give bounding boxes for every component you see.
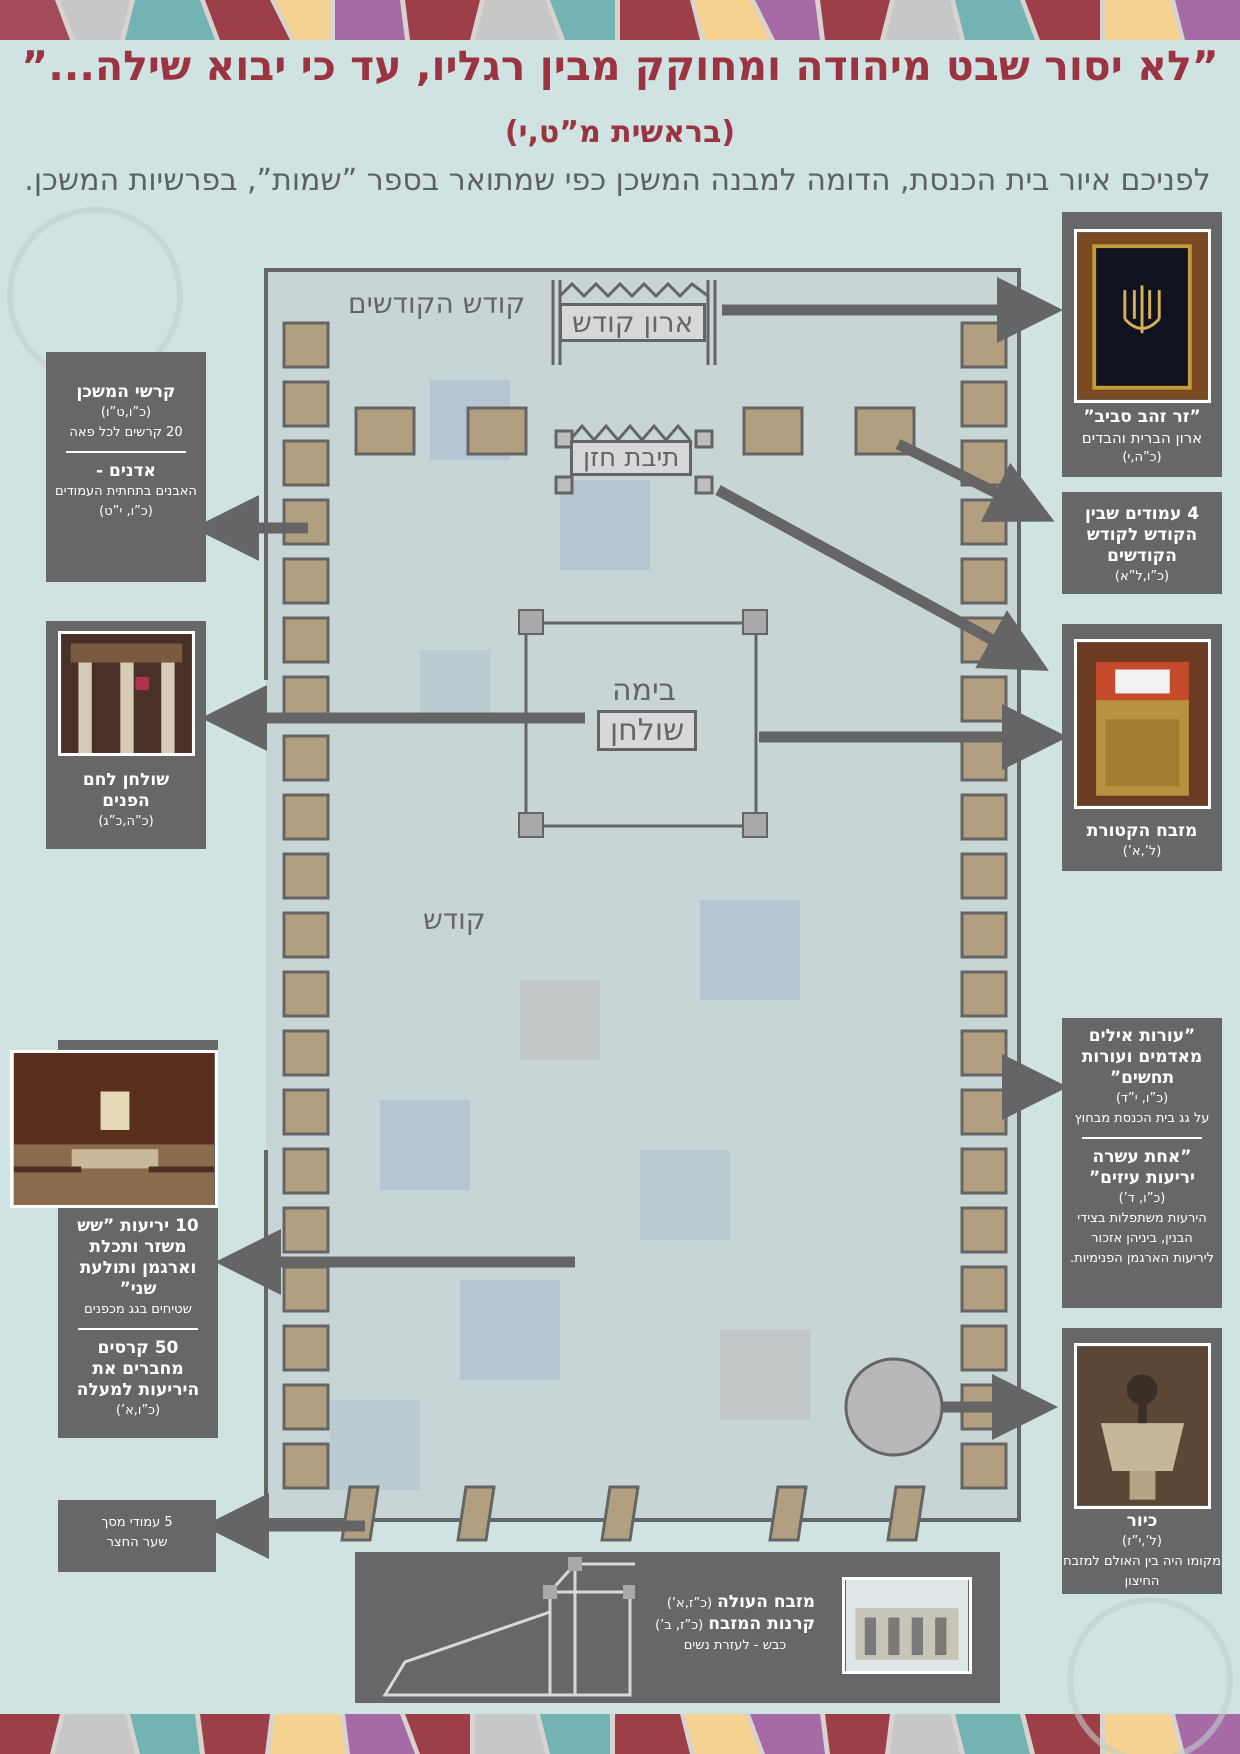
ark-crown-box: ”זר זהב סביב” ארון הברית והבדים (כ”ה,י) (1062, 212, 1222, 477)
sockets-text: האבנים בתחתית העמודים (55, 484, 197, 499)
coverings-title: ”עורות אילים מאדמים ועורות תחשים” (1081, 1026, 1203, 1088)
laver-photo (1073, 1343, 1211, 1509)
bimah-label: בימה (612, 673, 677, 708)
laver-ref: (ל’,י”ז) (1122, 1534, 1162, 1549)
pillars-box: 4 עמודים שבין הקודש לקודש הקודשים (כ”ו,ל… (1062, 492, 1222, 594)
coverings-text: על גג בית הכנסת מבחוץ (1074, 1111, 1210, 1126)
carpet-pattern (330, 380, 810, 1490)
divider (1082, 1137, 1202, 1139)
ark-photo (1073, 229, 1211, 403)
eleven-curtains-title: ”אחת עשרה יריעות עיזים” (1088, 1147, 1196, 1188)
intro-text: לפניכם איור בית הכנסת, הדומה למבנה המשכן… (24, 163, 1211, 198)
coverings-ref: (כ”ו, י”ד) (1115, 1091, 1169, 1106)
page-title: ”לא יסור שבט מיהודה ומחוקק מבין רגליו, ע… (21, 42, 1219, 90)
arrow-incense (715, 485, 1049, 671)
ten-curtains-title: 10 יריעות ”שש משזר ותכלת וארגמן ותולעת ש… (77, 1216, 199, 1299)
sockets-ref: (כ”ו, י”ט) (99, 504, 153, 519)
gate-box: 5 עמודי מסך שער החצר (58, 1500, 216, 1572)
cantor-desk-shape (554, 423, 714, 495)
boards-box: קרשי המשכן (כ”ו,ט”ו) 20 קרשים לכל פאה אד… (46, 352, 206, 582)
building-wall (264, 268, 1021, 1522)
cantor-desk-label: תיבת חזן (570, 440, 693, 476)
ark-crown-ref: (כ”ה,י) (1122, 450, 1162, 465)
laver-shape (844, 1357, 944, 1457)
gate-text-1: 5 עמודי מסך (101, 1515, 173, 1530)
mandala-ornament (1067, 1597, 1233, 1754)
showbread-photo (57, 631, 195, 756)
fifty-clasps-ref: (כ”ו,א’) (115, 1403, 161, 1418)
synagogue-interior-photo (10, 1050, 218, 1208)
altar-ref: (כ”ז,א’) (666, 1596, 713, 1611)
building-floor (266, 270, 1019, 1520)
ark-crown-text: ארון הברית והבדים (1081, 429, 1203, 447)
showbread-title: שולחן לחם הפנים (82, 770, 170, 811)
altar-text: מזבח העולה (כ”ז,א’) קרנות המזבח (כ”ז, ב’… (655, 1592, 815, 1656)
divider (66, 451, 186, 453)
showbread-ref: (כ”ה,כ”ג) (98, 814, 154, 829)
bimah-shape (518, 609, 768, 838)
source-reference: (בראשית מ”ט,י) (504, 115, 736, 150)
bottom-decorative-band (0, 1714, 1240, 1754)
ark-crown-title: ”זר זהב סביב” (1083, 407, 1201, 427)
altar-ramp-text: כבש - לעזרת נשים (683, 1638, 787, 1653)
altar-horns-ref: (כ”ז, ב’) (655, 1618, 704, 1633)
arrows (193, 277, 1068, 1559)
laver-title: כיור (1126, 1511, 1158, 1531)
table-label: שולחן (597, 710, 698, 751)
altar-title: מזבח העולה (717, 1592, 815, 1612)
incense-altar-title: מזבח הקטורת (1086, 821, 1198, 841)
holy-label: קודש (423, 903, 486, 936)
fifty-clasps-title: 50 קרסים מחברים את היריעות למעלה (76, 1338, 200, 1400)
incense-altar-ref: (ל’,א’) (1122, 844, 1162, 859)
showbread-box: שולחן לחם הפנים (כ”ה,כ”ג) (46, 621, 206, 849)
incense-altar-box: מזבח הקטורת (ל’,א’) (1062, 624, 1222, 871)
laver-text: מקומו היה בין האולם למזבח החיצון (1063, 1554, 1221, 1589)
ark-label: ארון קודש (559, 303, 707, 342)
altar-box: מזבח העולה (כ”ז,א’) קרנות המזבח (כ”ז, ב’… (355, 1552, 1000, 1703)
laver-box: כיור (ל’,י”ז) מקומו היה בין האולם למזבח … (1062, 1328, 1222, 1594)
curtains-box: 10 יריעות ”שש משזר ותכלת וארגמן ותולעת ש… (10, 1040, 218, 1438)
pillars-ref: (כ”ו,ל”א) (1114, 569, 1170, 584)
altar-horns-title: קרנות המזבח (708, 1614, 815, 1634)
arrow-pillars (895, 439, 1055, 522)
boards-ref: (כ”ו,ט”ו) (100, 405, 152, 420)
coverings-box: ”עורות אילים מאדמים ועורות תחשים” (כ”ו, … (1062, 1018, 1222, 1308)
boards-text: 20 קרשים לכל פאה (69, 425, 183, 440)
altar-drawing (382, 1557, 635, 1697)
holy-of-holies-label: קודש הקודשים (348, 287, 526, 320)
altar-photo (842, 1577, 972, 1674)
boards-title: קרשי המשכן (76, 382, 176, 402)
divider (78, 1328, 198, 1330)
sockets-title: אדנים - (96, 461, 156, 481)
ten-curtains-text: שטיחים בגג מכפנים (84, 1302, 192, 1317)
pillars-title: 4 עמודים שבין הקודש לקודש הקודשים (1084, 504, 1200, 566)
gate-pillars (340, 1485, 926, 1542)
eleven-curtains-text: הירעות משתפלות בצידי הבנין, ביניהן אזכור… (1070, 1211, 1214, 1266)
inner-pillars (354, 406, 916, 456)
gate-text-2: שער החצר (106, 1535, 168, 1550)
incense-altar-photo (1073, 639, 1211, 809)
eleven-curtains-ref: (כ”ו, ד’) (1118, 1191, 1166, 1206)
top-decorative-band (0, 0, 1240, 40)
